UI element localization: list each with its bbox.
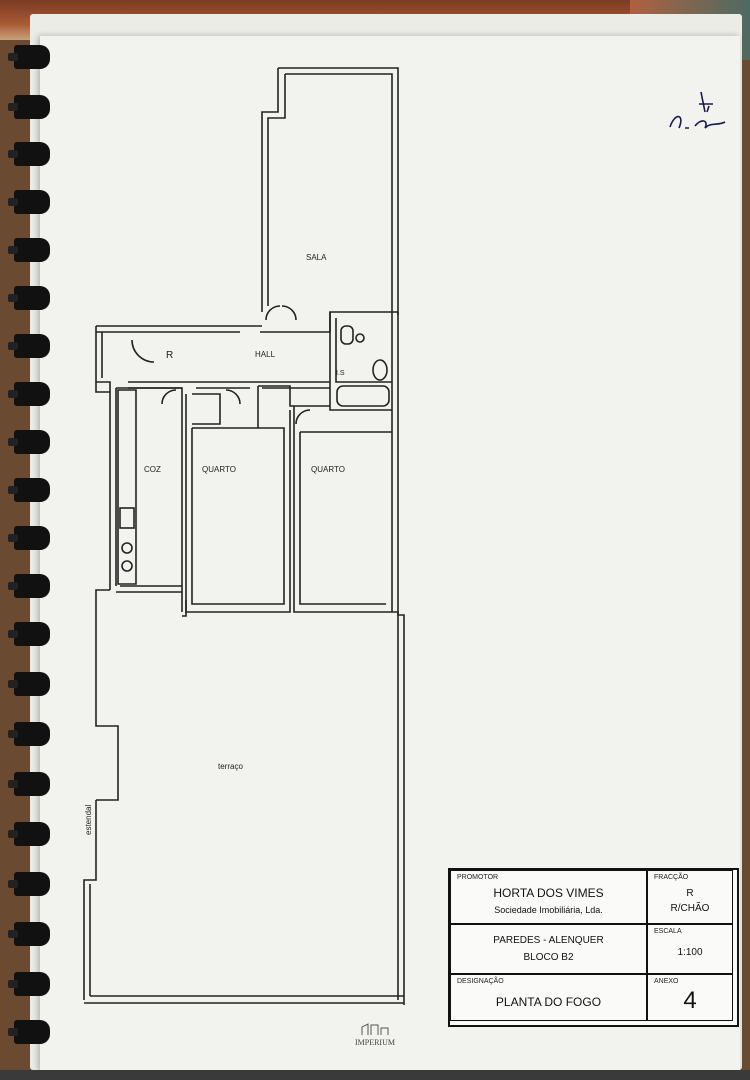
- logo-text: IMPERIUM: [354, 1038, 395, 1047]
- binding-ring: [8, 574, 50, 598]
- room-label-hall: HALL: [255, 350, 276, 359]
- binding-ring: [8, 872, 50, 896]
- escala-cell: ESCALA 1:100: [647, 924, 733, 974]
- binding-ring: [8, 672, 50, 696]
- anexo-value: 4: [683, 987, 697, 1014]
- binding-ring: [8, 722, 50, 746]
- handwritten-signature: [669, 91, 726, 129]
- designacao-cell: DESIGNAÇÃO PLANTA DO FOGO: [450, 974, 647, 1021]
- location-line-1: PAREDES - ALENQUER: [493, 935, 604, 946]
- binding-ring: [8, 95, 50, 119]
- binding-ring: [8, 772, 50, 796]
- binding-ring: [8, 334, 50, 358]
- fraccao-cell: FRACÇÃO R R/CHÃO: [647, 870, 733, 924]
- anexo-caption: ANEXO: [654, 978, 679, 985]
- spiral-binding: [0, 40, 60, 1080]
- binding-ring: [8, 142, 50, 166]
- promotor-company: Sociedade Imobiliária, Lda.: [494, 905, 603, 915]
- room-label-terraco: terraço: [218, 762, 243, 771]
- binding-ring: [8, 430, 50, 454]
- room-label-sala: SALA: [306, 253, 327, 262]
- location-cell: PAREDES - ALENQUER BLOCO B2: [450, 924, 647, 974]
- room-label-quarto-2: QUARTO: [311, 465, 345, 474]
- binding-ring: [8, 286, 50, 310]
- binding-ring: [8, 478, 50, 502]
- room-label-r: R: [166, 350, 174, 361]
- binding-ring: [8, 238, 50, 262]
- binding-ring: [8, 822, 50, 846]
- room-label-estendal: estendal: [84, 804, 93, 835]
- promotor-name: HORTA DOS VIMES: [493, 886, 604, 900]
- promotor-cell: PROMOTOR HORTA DOS VIMES Sociedade Imobi…: [450, 870, 647, 924]
- fraccao-floor: R/CHÃO: [670, 903, 710, 914]
- location-line-2: BLOCO B2: [523, 952, 574, 963]
- room-label-is: I.S: [336, 370, 345, 377]
- title-block: PROMOTOR HORTA DOS VIMES Sociedade Imobi…: [448, 868, 739, 1027]
- binding-ring: [8, 382, 50, 406]
- binding-ring: [8, 526, 50, 550]
- binding-ring: [8, 45, 50, 69]
- designacao-value: PLANTA DO FOGO: [495, 995, 602, 1009]
- building-icon: [361, 1023, 389, 1035]
- anexo-cell: ANEXO 4: [647, 974, 733, 1021]
- binding-ring: [8, 922, 50, 946]
- fraccao-caption: FRACÇÃO: [654, 874, 689, 881]
- binding-ring: [8, 622, 50, 646]
- binding-ring: [8, 190, 50, 214]
- designacao-caption: DESIGNAÇÃO: [457, 978, 504, 985]
- binding-ring: [8, 972, 50, 996]
- table-edge: [0, 1070, 750, 1080]
- promotor-caption: PROMOTOR: [457, 874, 499, 881]
- room-label-coz: COZ: [144, 465, 161, 474]
- escala-value: 1:100: [677, 947, 703, 958]
- imperium-logo: IMPERIUM: [350, 1022, 400, 1052]
- room-label-quarto-1: QUARTO: [202, 465, 236, 474]
- binding-ring: [8, 1020, 50, 1044]
- fraccao-value: R: [686, 888, 694, 899]
- escala-caption: ESCALA: [654, 928, 682, 935]
